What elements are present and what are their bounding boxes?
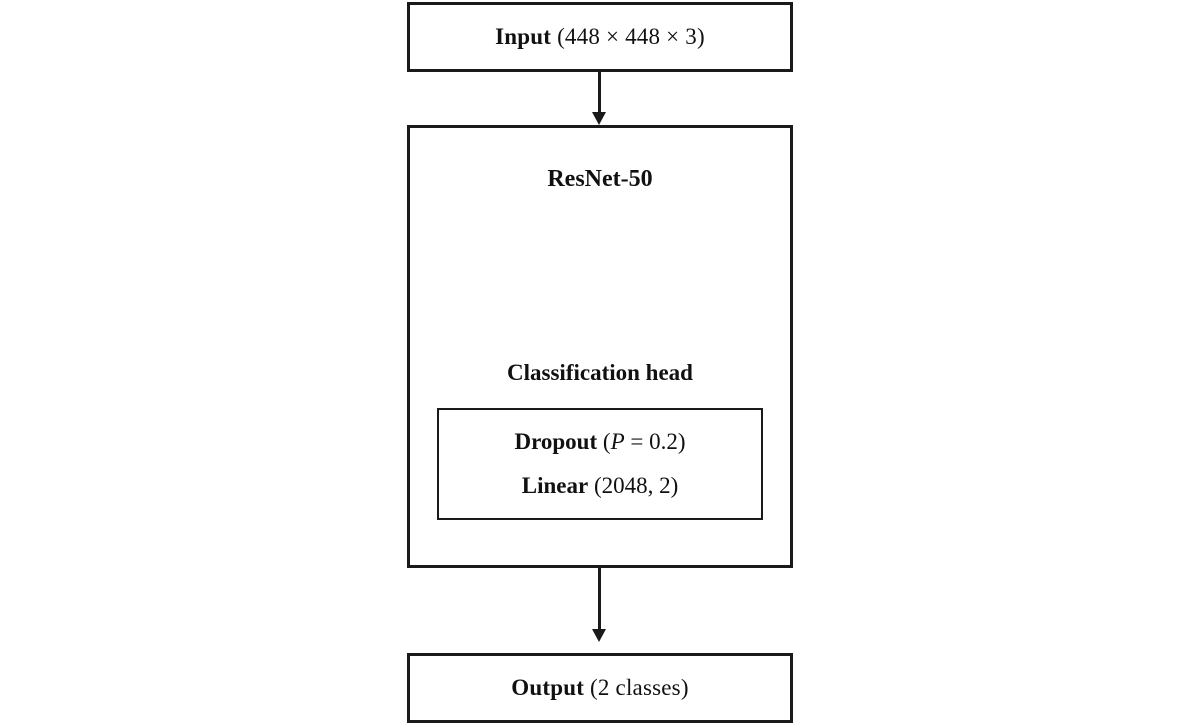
arrow-shaft (598, 72, 601, 113)
dropout-label-pre: ( (597, 428, 611, 454)
dropout-label-p: P (610, 428, 625, 454)
output-box: Output (2 classes) (407, 653, 793, 723)
classification-head-label: Classification head (507, 360, 693, 385)
dropout-layer-label: Dropout (P = 0.2) (514, 429, 685, 455)
arrow-down-icon (592, 112, 606, 125)
input-label-dims: (448 × 448 × 3) (551, 24, 705, 49)
output-box-label: Output (2 classes) (511, 675, 688, 701)
dropout-label-post: = 0.2) (624, 428, 686, 454)
dropout-label-bold: Dropout (514, 428, 598, 454)
input-box-label: Input (448 × 448 × 3) (495, 24, 705, 50)
linear-layer-label: Linear (2048, 2) (522, 473, 679, 499)
linear-label-bold: Linear (521, 473, 589, 499)
arrow-shaft (598, 568, 601, 630)
input-box: Input (448 × 448 × 3) (407, 2, 793, 72)
resnet-title: ResNet-50 (547, 166, 653, 192)
output-label-classes: (2 classes) (584, 675, 689, 700)
linear-label-dims: (2048, 2) (588, 473, 679, 499)
classification-head-box: Dropout (P = 0.2) Linear (2048, 2) (437, 408, 763, 520)
input-label-bold: Input (495, 24, 552, 49)
output-label-bold: Output (511, 675, 585, 700)
arrow-down-icon (592, 629, 606, 642)
resnet-box: ResNet-50 Classification head Dropout (P… (407, 125, 793, 568)
